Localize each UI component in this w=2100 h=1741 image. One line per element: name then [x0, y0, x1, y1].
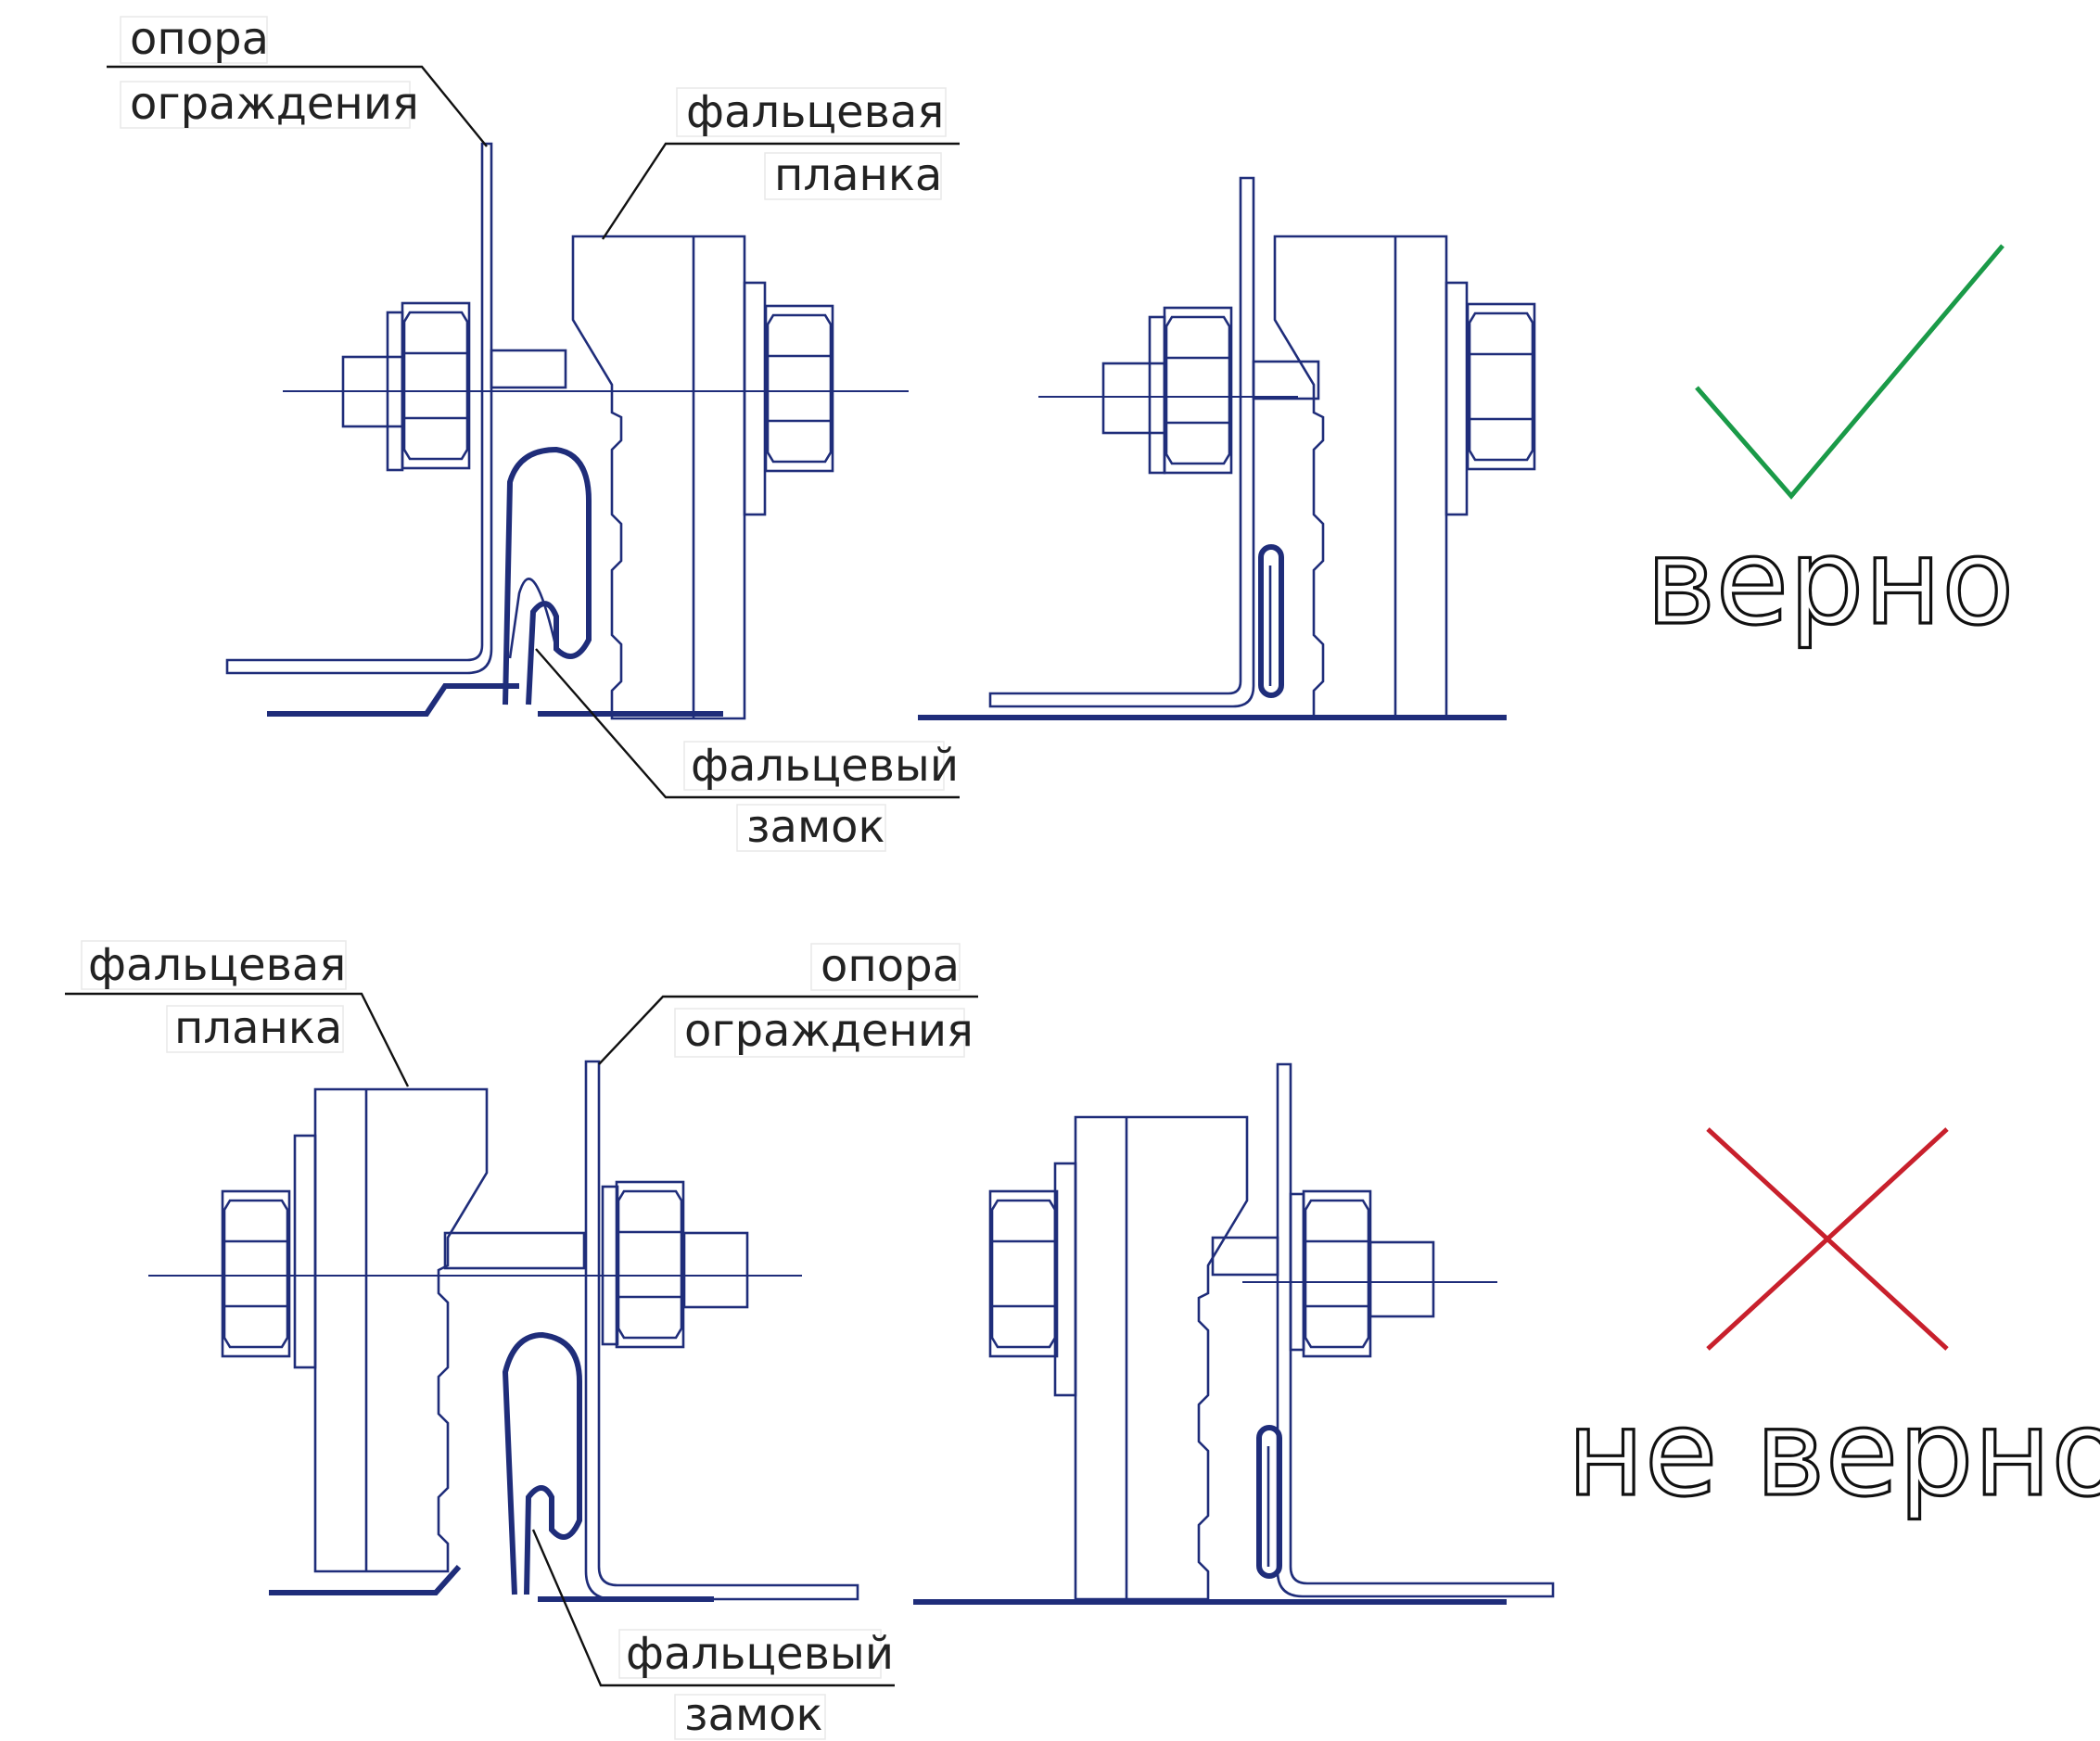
svg-text:фальцевый: фальцевый [691, 740, 959, 792]
bottom-right-assembly [913, 1062, 1555, 1605]
bottom-left-assembly [148, 1060, 859, 1602]
bottom-label-support: опора ограждения [598, 940, 978, 1065]
top-right-assembly [918, 176, 1536, 720]
svg-text:опора: опора [130, 13, 269, 65]
svg-text:замок: замок [746, 801, 885, 853]
top-label-plate: фальцевая планка [601, 86, 960, 240]
svg-text:замок: замок [684, 1689, 823, 1741]
cross-mark-icon [1706, 1127, 1949, 1351]
top-label-support: опора ограждения [107, 13, 488, 147]
check-mark-icon [1695, 244, 2005, 500]
svg-text:фальцевая: фальцевая [686, 86, 944, 138]
svg-text:фальцевая: фальцевая [88, 939, 346, 991]
bottom-label-plate: фальцевая планка [65, 939, 410, 1087]
verdict-incorrect: не верно [1567, 1385, 2100, 1523]
svg-text:планка: планка [774, 149, 942, 201]
bottom-label-seam: фальцевый замок [531, 1529, 895, 1741]
top-left-assembly [225, 142, 909, 720]
svg-text:фальцевый: фальцевый [626, 1628, 894, 1680]
svg-text:ограждения: ограждения [684, 1005, 974, 1057]
svg-text:ограждения: ограждения [130, 78, 419, 130]
svg-text:планка: планка [174, 1002, 342, 1054]
svg-text:опора: опора [821, 940, 960, 992]
top-label-seam: фальцевый замок [535, 648, 960, 853]
verdict-correct: верно [1646, 514, 2014, 652]
